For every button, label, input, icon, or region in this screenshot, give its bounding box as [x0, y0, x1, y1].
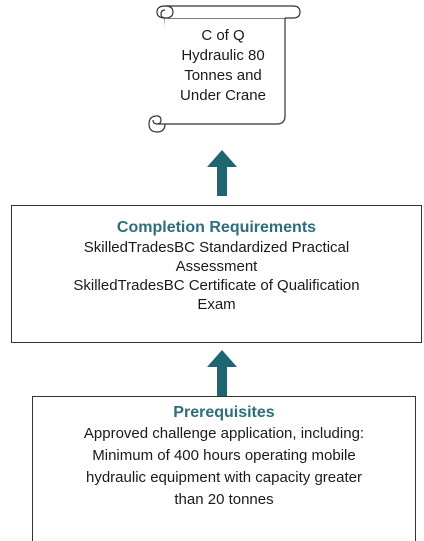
scroll-line: Tonnes and — [184, 67, 262, 84]
completion-line: SkilledTradesBC Standardized Practical — [83, 239, 350, 256]
completion-requirements-title: Completion Requirements — [116, 219, 317, 236]
completion-line: Assessment — [175, 258, 258, 275]
scroll-line: C of Q — [201, 27, 245, 44]
prerequisites-line: than 20 tonnes — [174, 491, 274, 508]
certificate-scroll: C of Q Hydraulic 80 Tonnes and Under Cra… — [145, 2, 301, 134]
scroll-line: Hydraulic 80 — [181, 47, 265, 64]
completion-line: SkilledTradesBC Certificate of Qualifica… — [73, 277, 360, 294]
prerequisites-title: Prerequisites — [173, 404, 275, 421]
arrow-up-icon — [207, 150, 237, 196]
arrow-up-icon — [207, 350, 237, 396]
prerequisites-line: Minimum of 400 hours operating mobile — [92, 447, 356, 464]
completion-line: Exam — [197, 296, 236, 313]
prerequisites-line: hydraulic equipment with capacity greate… — [86, 469, 362, 486]
completion-requirements-box: Completion Requirements SkilledTradesBC … — [11, 205, 422, 343]
scroll-icon — [148, 5, 301, 133]
scroll-text: C of Q Hydraulic 80 Tonnes and Under Cra… — [163, 26, 283, 106]
scroll-line: Under Crane — [180, 87, 266, 104]
prerequisites-line: Approved challenge application, includin… — [83, 425, 365, 442]
prerequisites-box: Prerequisites Approved challenge applica… — [32, 396, 416, 541]
